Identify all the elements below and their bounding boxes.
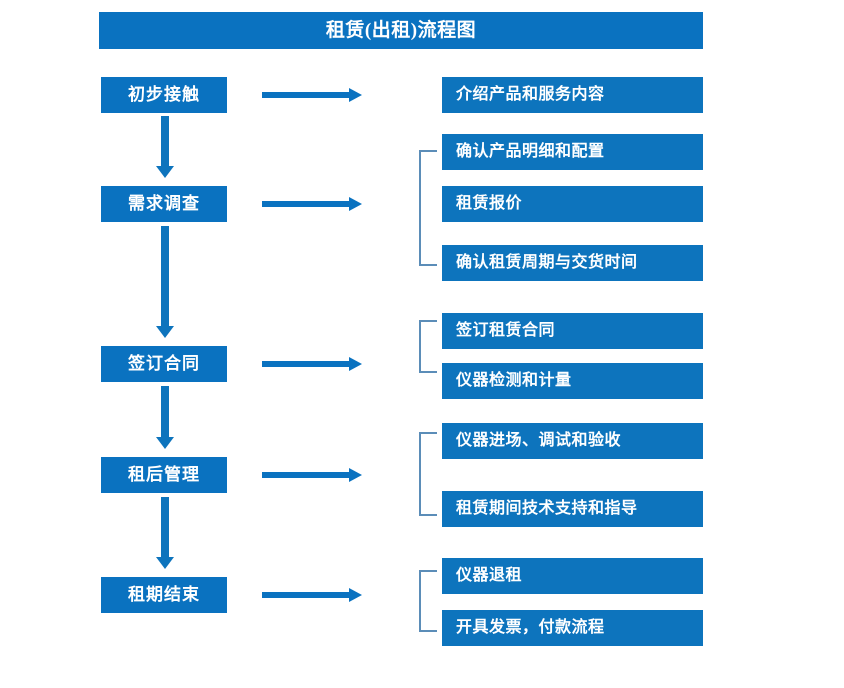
arrow-head <box>156 557 174 569</box>
arrow-shaft <box>262 92 350 98</box>
down-arrow-survey-to-contract <box>156 226 174 338</box>
bracket-rental-end <box>419 570 437 632</box>
right-arrow-rental-end <box>262 588 362 602</box>
detail-box-technical-support[interactable]: 租赁期间技术支持和指导 <box>442 491 703 527</box>
arrow-shaft <box>161 116 169 166</box>
detail-box-introduce-products[interactable]: 介绍产品和服务内容 <box>442 77 703 113</box>
arrow-head <box>349 88 362 102</box>
bracket-sign-contract <box>419 320 437 373</box>
detail-box-confirm-product-details[interactable]: 确认产品明细和配置 <box>442 134 703 170</box>
detail-box-instrument-installation[interactable]: 仪器进场、调试和验收 <box>442 423 703 459</box>
arrow-head <box>349 588 362 602</box>
arrow-head <box>156 166 174 178</box>
stage-box-rental-end[interactable]: 租期结束 <box>101 577 227 613</box>
stage-box-sign-contract[interactable]: 签订合同 <box>101 346 227 382</box>
arrow-shaft <box>262 592 350 598</box>
stage-box-initial-contact[interactable]: 初步接触 <box>101 77 227 113</box>
arrow-shaft <box>161 386 169 437</box>
arrow-head <box>156 326 174 338</box>
down-arrow-initial-to-survey <box>156 116 174 178</box>
arrow-head <box>349 197 362 211</box>
down-arrow-contract-to-management <box>156 386 174 449</box>
arrow-shaft <box>262 201 350 207</box>
page-title: 租赁(出租)流程图 <box>99 12 703 49</box>
arrow-head <box>349 357 362 371</box>
down-arrow-management-to-end <box>156 497 174 569</box>
right-arrow-post-rental-management <box>262 468 362 482</box>
detail-box-confirm-rental-period[interactable]: 确认租赁周期与交货时间 <box>442 245 703 281</box>
arrow-shaft <box>262 472 350 478</box>
detail-box-instrument-inspection[interactable]: 仪器检测和计量 <box>442 363 703 399</box>
right-arrow-sign-contract <box>262 357 362 371</box>
detail-box-rental-quotation[interactable]: 租赁报价 <box>442 186 703 222</box>
arrow-shaft <box>262 361 350 367</box>
bracket-post-rental-management <box>419 432 437 516</box>
detail-box-instrument-return[interactable]: 仪器退租 <box>442 558 703 594</box>
arrow-shaft <box>161 497 169 557</box>
detail-box-invoice-payment[interactable]: 开具发票，付款流程 <box>442 610 703 646</box>
arrow-shaft <box>161 226 169 326</box>
detail-box-sign-rental-contract[interactable]: 签订租赁合同 <box>442 313 703 349</box>
arrow-head <box>156 437 174 449</box>
stage-box-requirement-survey[interactable]: 需求调查 <box>101 186 227 222</box>
stage-box-post-rental-management[interactable]: 租后管理 <box>101 457 227 493</box>
arrow-head <box>349 468 362 482</box>
right-arrow-initial-contact <box>262 88 362 102</box>
right-arrow-requirement-survey <box>262 197 362 211</box>
bracket-requirement-survey <box>419 150 437 266</box>
